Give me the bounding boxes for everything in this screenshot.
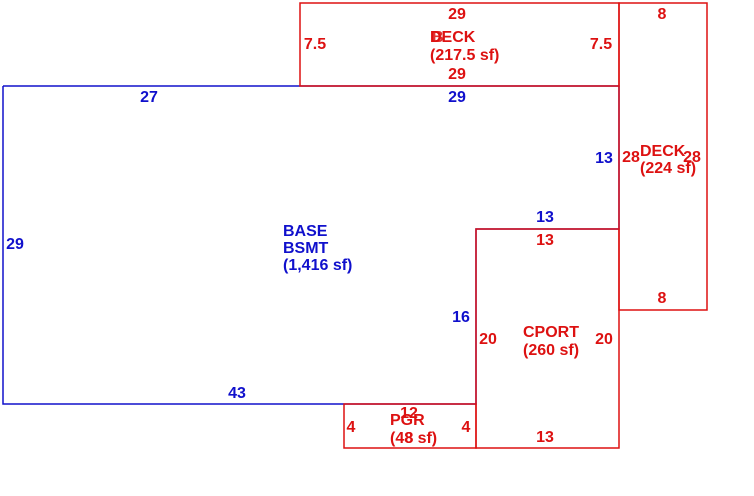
deck-right-dim-right: 28 (683, 149, 701, 166)
deck-top-dim-top: 29 (448, 6, 466, 23)
base-dim-top-left: 27 (140, 89, 158, 106)
base-dim-step-top: 13 (536, 209, 554, 226)
deck-top-dim-left: 7.5 (304, 36, 326, 53)
porch-dim-left: 4 (347, 419, 356, 436)
porch-dim-top: 12 (400, 405, 418, 422)
base-dim-right: 13 (595, 150, 613, 167)
carport-outline (475, 228, 620, 449)
base-room-name: BASE (283, 223, 328, 240)
deck-right-dim-bottom: 8 (658, 290, 667, 307)
deck-right-outline (618, 2, 708, 311)
porch-area: (48 sf) (390, 430, 437, 447)
base-dim-top-right: 29 (448, 89, 466, 106)
deck-right-area: (224 sf) (640, 160, 696, 177)
deck-right-dim-top: 8 (658, 6, 667, 23)
base-dim-step-side: 16 (452, 309, 470, 326)
cport-area: (260 sf) (523, 342, 579, 359)
cport-dim-top: 13 (536, 232, 554, 249)
base-dim-left: 29 (6, 236, 24, 253)
cport-dim-left: 20 (479, 331, 497, 348)
deck-top-area: (217.5 sf) (430, 47, 499, 64)
deck-top-dim-right: 7.5 (590, 36, 612, 53)
porch-dim-right: 4 (462, 419, 471, 436)
cport-name: CPORT (523, 324, 579, 341)
porch-dim-overlap: 8 (405, 430, 414, 447)
cport-dim-right: 20 (595, 331, 613, 348)
deck-right-dim-left: 28 (622, 149, 640, 166)
base-room-sub: BSMT (283, 240, 329, 257)
deck-top-name: DECK (430, 29, 476, 46)
cport-dim-bottom: 13 (536, 429, 554, 446)
deck-top-dim-bottom: 29 (448, 66, 466, 83)
deck-right-name: DECK (640, 143, 686, 160)
base-room-area: (1,416 sf) (283, 257, 352, 274)
deck-top-overlap: B (432, 29, 444, 46)
porch-name: PGR (390, 412, 425, 429)
porch-outline (343, 403, 477, 449)
base-dim-bottom: 43 (228, 385, 246, 402)
